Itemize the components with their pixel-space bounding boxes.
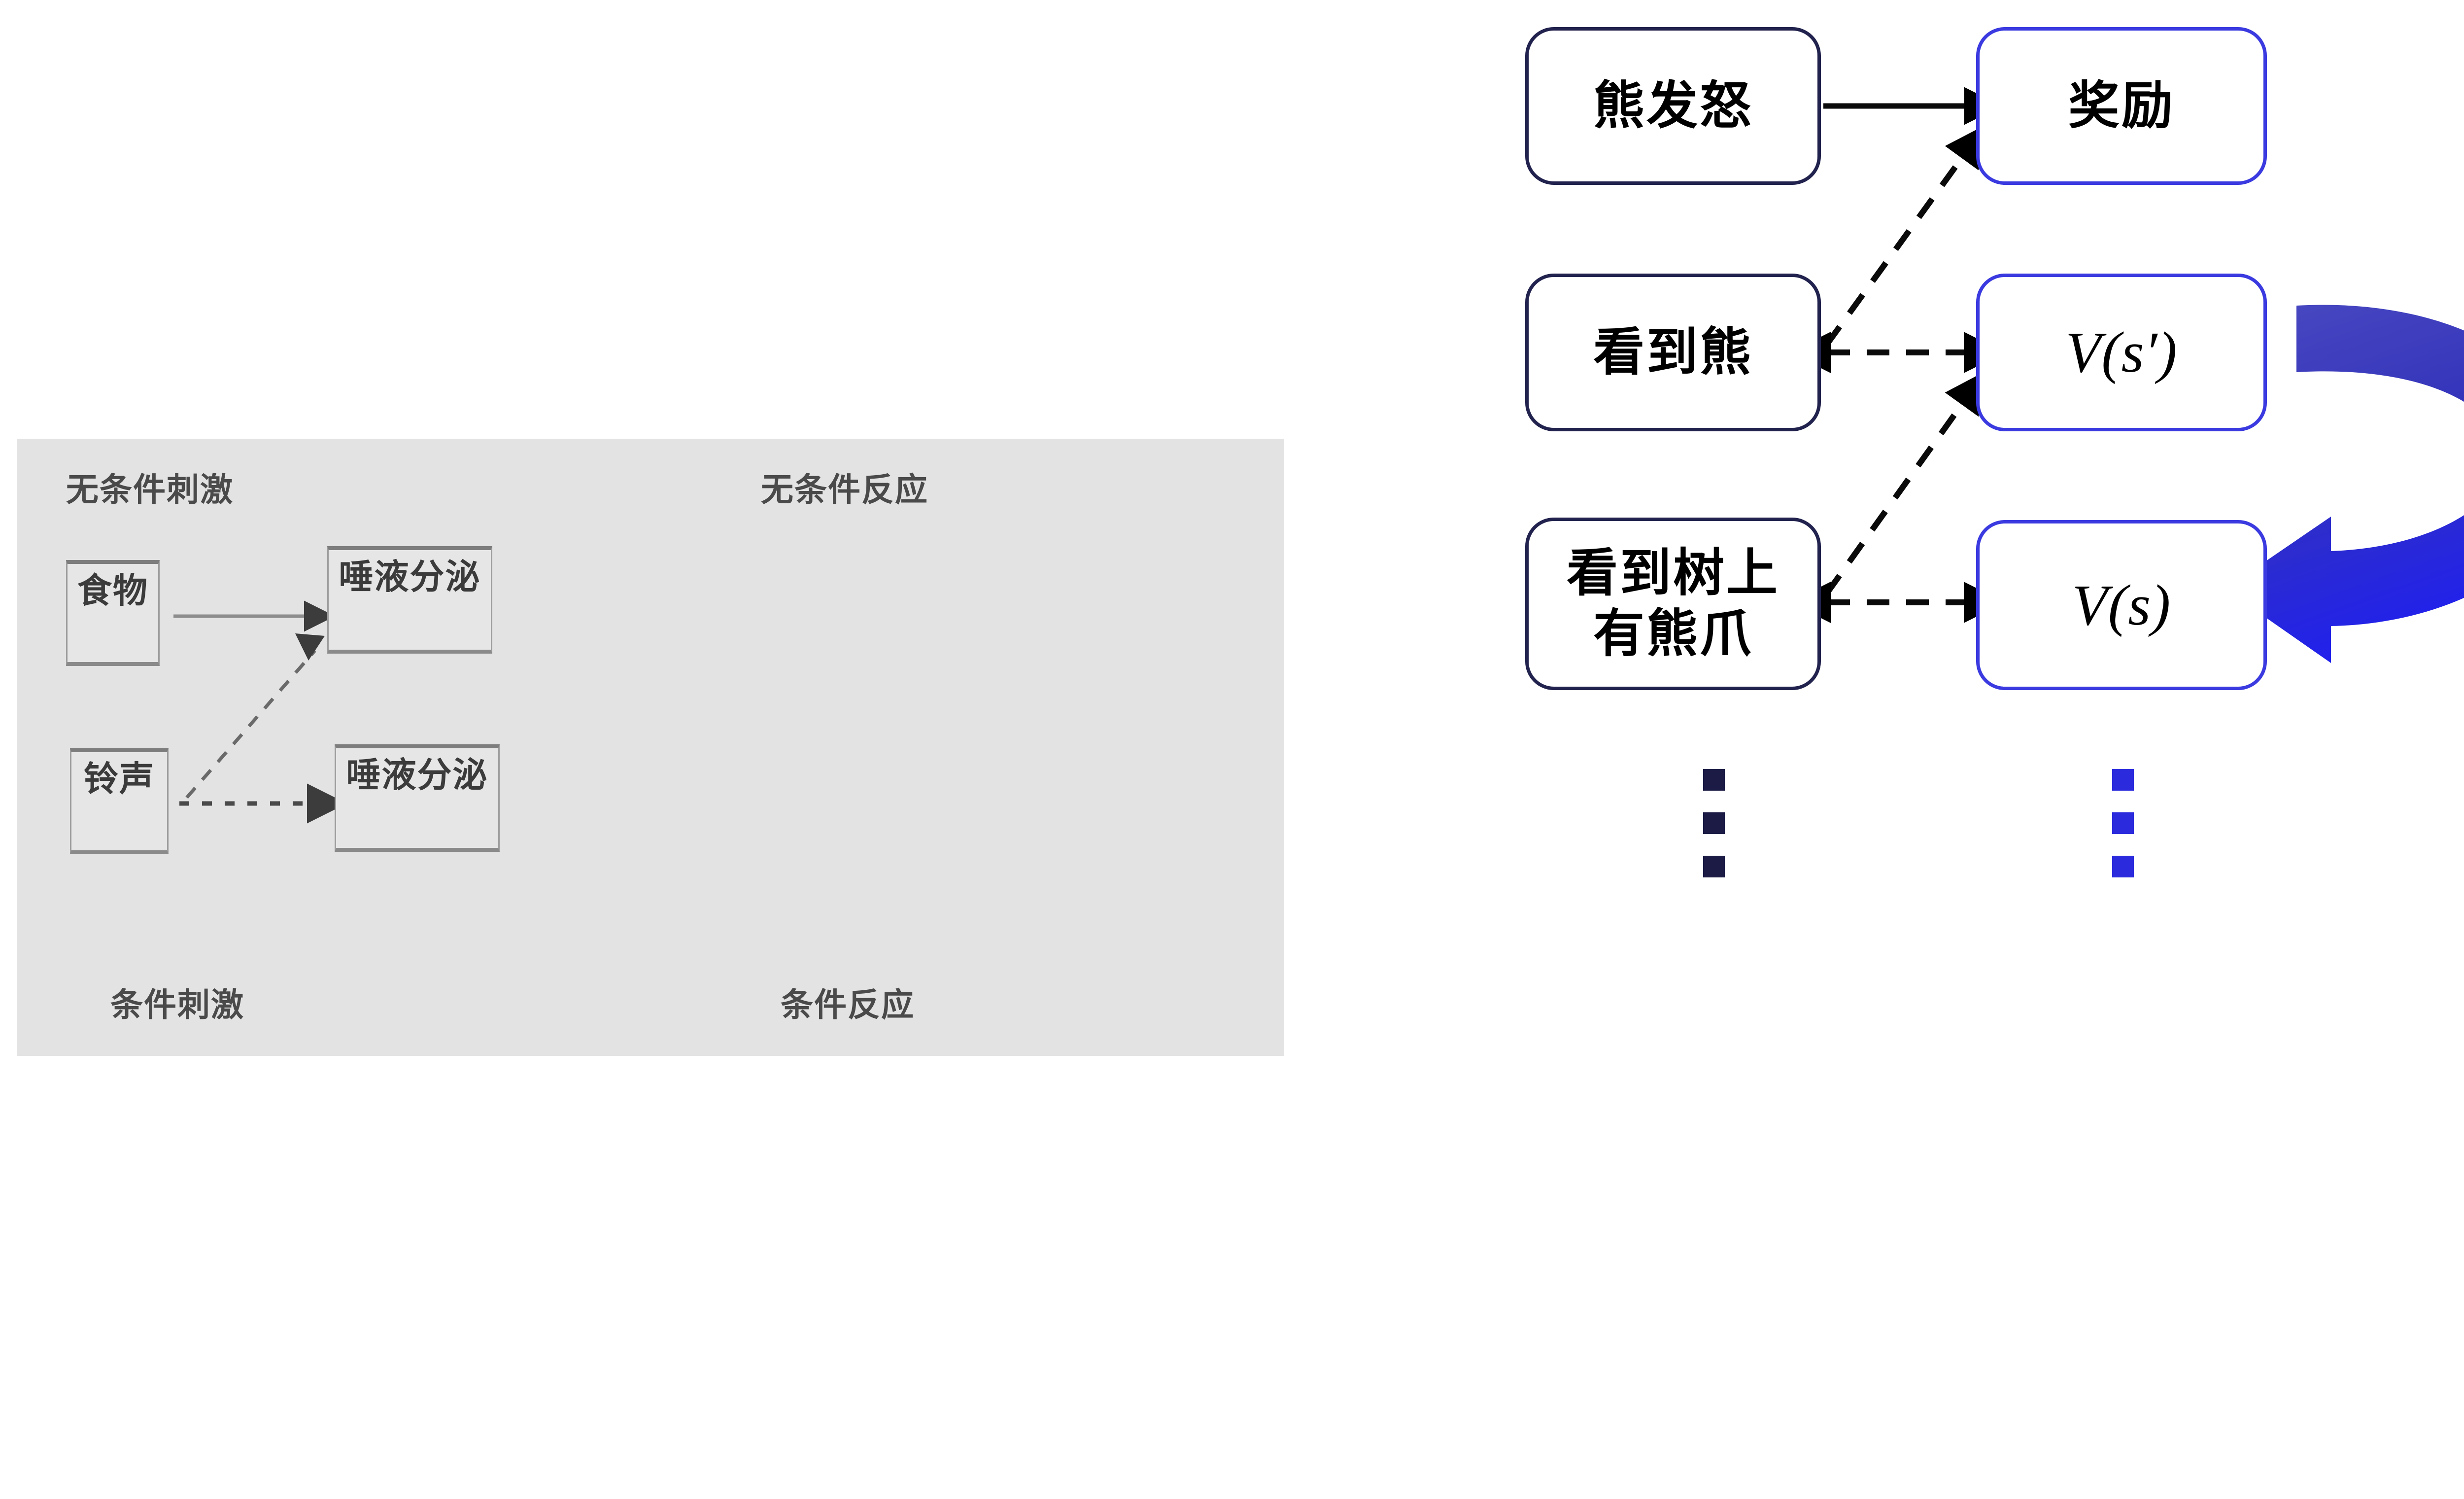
ellipsis-value-column [2112, 769, 2134, 877]
ellipsis-dot [2112, 812, 2134, 834]
node-value-s-prime-label: V(s′) [2065, 320, 2178, 384]
box-salivation-unconditioned-label: 唾液分泌 [339, 558, 481, 596]
ellipsis-dot [1703, 812, 1725, 834]
ellipsis-dot [1703, 856, 1725, 877]
box-food-label: 食物 [77, 571, 148, 610]
box-bell-label: 铃声 [84, 760, 155, 798]
right-panel-connector-layer [1789, 87, 2464, 663]
node-see-bear[interactable]: 看到熊 [1525, 274, 1821, 431]
node-value-s-label: V(s) [2072, 572, 2171, 637]
label-unconditioned-stimulus: 无条件刺激 [66, 471, 234, 508]
ellipsis-dot [2112, 769, 2134, 791]
node-see-bear-label: 看到熊 [1593, 323, 1753, 381]
box-bell: 铃声 [70, 748, 169, 854]
value-update-curved-arrow [2225, 305, 2464, 663]
label-conditioned-stimulus: 条件刺激 [110, 986, 244, 1023]
node-value-s[interactable]: V(s) [1976, 520, 2267, 690]
label-conditioned-response: 条件反应 [781, 986, 915, 1023]
node-bear-angry-label: 熊发怒 [1593, 77, 1753, 135]
node-value-s-prime[interactable]: V(s′) [1976, 274, 2267, 431]
node-reward-label: 奖励 [2068, 77, 2175, 135]
label-unconditioned-response: 无条件反应 [761, 471, 928, 508]
ellipsis-dot [1703, 769, 1725, 791]
node-reward[interactable]: 奖励 [1976, 27, 2267, 185]
node-see-bear-paw-label: 看到树上 有熊爪 [1566, 545, 1780, 662]
box-salivation-conditioned: 唾液分泌 [335, 744, 500, 852]
box-salivation-unconditioned: 唾液分泌 [327, 546, 492, 654]
node-bear-angry[interactable]: 熊发怒 [1525, 27, 1821, 185]
box-salivation-conditioned-label: 唾液分泌 [346, 756, 488, 794]
ellipsis-dot [2112, 856, 2134, 877]
left-panel-connector-layer [173, 600, 347, 824]
box-food: 食物 [66, 560, 160, 666]
td-learning-panel: 熊发怒 看到熊 看到树上 有熊爪 奖励 V(s′) V(s) [1429, 0, 2464, 1499]
ellipsis-stimulus-column [1703, 769, 1725, 877]
node-see-bear-paw[interactable]: 看到树上 有熊爪 [1525, 518, 1821, 690]
classical-conditioning-panel: 无条件刺激 无条件反应 条件刺激 条件反应 食物 铃声 唾液分泌 唾液分泌 [17, 439, 1284, 1056]
